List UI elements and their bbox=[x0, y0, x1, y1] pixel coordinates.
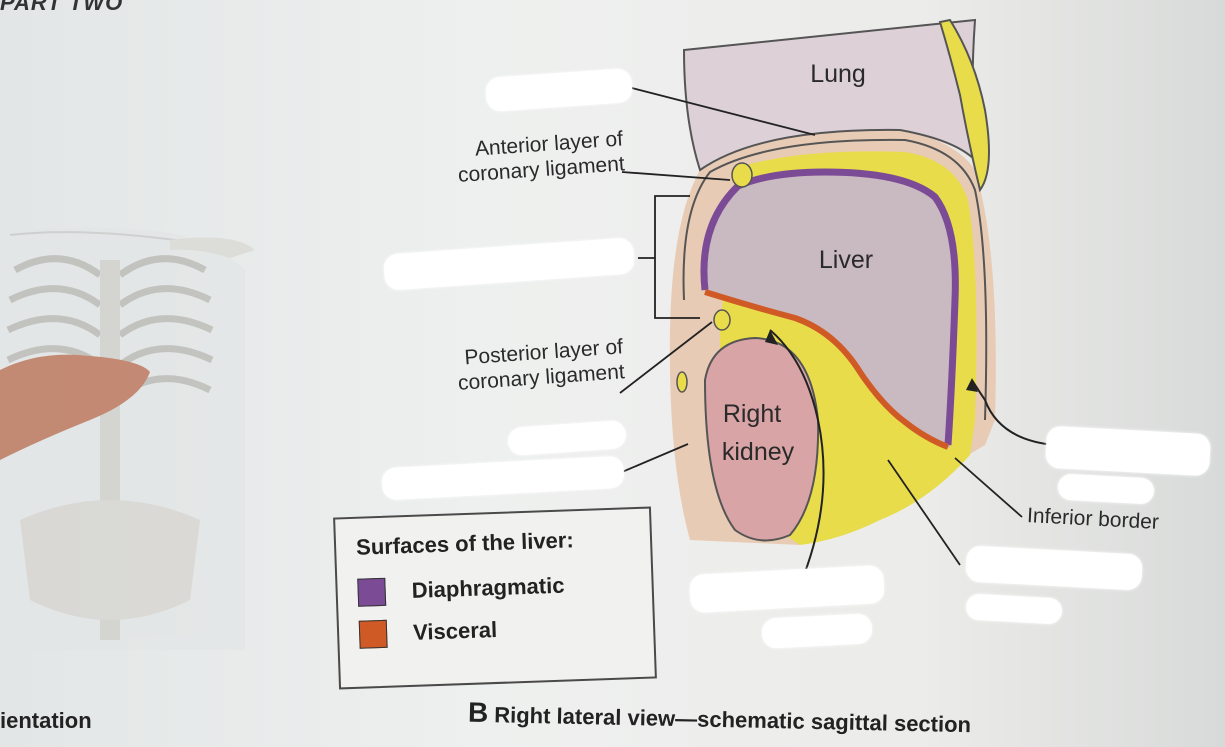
legend-item-diaphragmatic: Diaphragmatic bbox=[357, 569, 632, 607]
leader-top bbox=[619, 84, 816, 136]
leader-anterior-coronary bbox=[621, 171, 731, 181]
kidney-label-line1: Right bbox=[723, 400, 781, 428]
redaction-mark bbox=[965, 593, 1063, 625]
anterior-coronary-reflection bbox=[731, 162, 753, 188]
anterior-rib bbox=[938, 18, 990, 193]
liver-label: Liver bbox=[819, 246, 873, 274]
redaction-mark bbox=[1057, 473, 1155, 505]
posterior-fat-pad bbox=[676, 371, 688, 393]
orientation-caption-fragment: ientation bbox=[0, 708, 92, 733]
orientation-thumbnail bbox=[0, 227, 255, 650]
liver bbox=[704, 172, 956, 448]
diaphragmatic-surface bbox=[700, 168, 959, 446]
diaphragm-line bbox=[682, 138, 988, 421]
leader-pouch bbox=[887, 459, 961, 566]
kidney-label-line2: kidney bbox=[722, 438, 795, 466]
visceral-surface bbox=[704, 289, 950, 450]
posterior-coronary-reflection bbox=[713, 309, 731, 331]
redaction-mark bbox=[1045, 425, 1211, 477]
subphrenic-arrow bbox=[971, 379, 1056, 446]
running-head: PART TWO bbox=[0, 0, 124, 15]
legend-label: Diaphragmatic bbox=[411, 572, 565, 603]
legend-swatch-visceral bbox=[358, 619, 388, 649]
redaction-mark bbox=[761, 613, 873, 649]
hepatorenal-arrow bbox=[769, 329, 825, 586]
leader-posterior-coronary bbox=[619, 321, 713, 394]
bracket-bare-area bbox=[638, 195, 700, 319]
legend-label: Visceral bbox=[412, 616, 498, 645]
legend-item-visceral: Visceral bbox=[358, 611, 634, 649]
legend-swatch-diaphragmatic bbox=[357, 577, 387, 607]
right-kidney bbox=[703, 336, 820, 542]
lung-label: Lung bbox=[810, 60, 866, 88]
caption-letter: B bbox=[467, 696, 489, 729]
legend-box: Surfaces of the liver: Diaphragmatic Vis… bbox=[333, 506, 657, 690]
leader-kidney-region bbox=[621, 443, 689, 473]
legend-title: Surfaces of the liver: bbox=[355, 527, 575, 560]
thumbnail-liver bbox=[0, 354, 150, 460]
leader-inferior-border bbox=[954, 457, 1023, 518]
